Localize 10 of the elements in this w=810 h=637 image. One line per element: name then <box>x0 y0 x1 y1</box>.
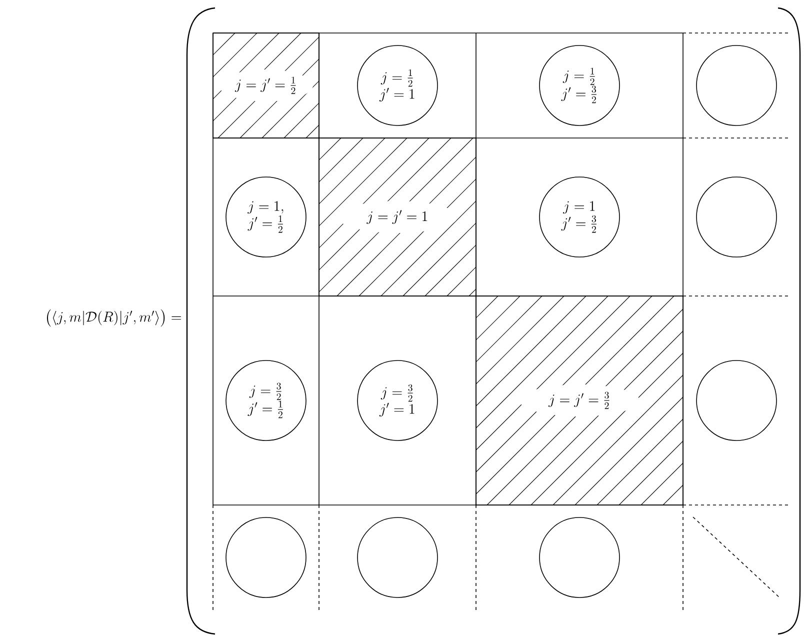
diagonal-block: $j=j'=\frac{1}{2}$ <box>212 32 320 138</box>
matrix-block-circle <box>357 517 438 598</box>
diagonal-block: $j=j'=\frac{3}{2}$ <box>476 296 684 506</box>
matrix-block-circle <box>696 45 777 126</box>
matrix-block-circle <box>226 517 306 598</box>
matrix-block-circle <box>539 517 620 598</box>
matrix-block-circle <box>696 360 777 441</box>
diagonal-block: $j=j'=1$ <box>318 138 476 296</box>
matrix-formula: $\bigl(\langle j,m|\mathcal{D}(R)|j',m'\rangle\bigr)=$ <box>47 309 182 327</box>
matrix-block-circle <box>696 176 777 258</box>
